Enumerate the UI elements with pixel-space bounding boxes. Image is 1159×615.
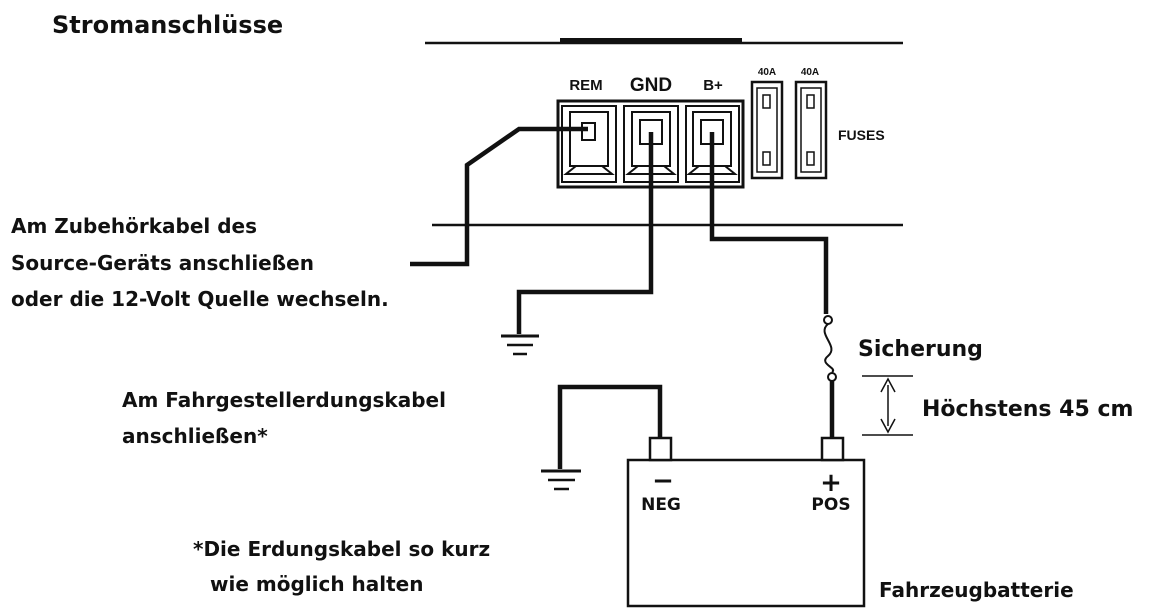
battery-pos-label: POS	[811, 495, 850, 515]
fuses-label: FUSES	[838, 127, 885, 143]
distance-marker	[862, 375, 913, 436]
bplus-terminal-label: B+	[703, 77, 723, 94]
battery-neg-label: NEG	[641, 495, 681, 515]
remote-note-line-2: Source-Geräts anschließen	[11, 251, 314, 275]
remote-note-line-3: oder die 12-Volt Quelle wechseln.	[11, 287, 389, 311]
fuse-1	[750, 80, 784, 180]
footnote-line-1: *Die Erdungskabel so kurz	[193, 537, 490, 561]
diagram-title: Stromanschlüsse	[52, 11, 283, 39]
footnote-line-2: wie möglich halten	[210, 572, 423, 596]
chassis-note-line-2: anschließen*	[122, 424, 268, 448]
remote-note-line-1: Am Zubehörkabel des	[11, 214, 257, 238]
amplifier-top-bar	[560, 38, 742, 44]
ground-symbol-chassis	[541, 469, 581, 491]
battery-name: Fahrzeugbatterie	[879, 578, 1074, 602]
rem-terminal	[561, 105, 617, 183]
max-distance-label: Höchstens 45 cm	[922, 397, 1133, 422]
bplus-wire-upper	[709, 132, 829, 314]
rem-terminal-label: REM	[569, 77, 602, 94]
neg-ground-wire	[557, 384, 663, 469]
remote-wire	[410, 126, 588, 267]
gnd-terminal-label: GND	[630, 75, 672, 96]
battery-neg-post	[648, 436, 673, 462]
battery-pos-sign: +	[820, 468, 842, 498]
fuse-1-rating: 40A	[758, 67, 776, 78]
fuse-label: Sicherung	[858, 337, 983, 362]
chassis-note-line-1: Am Fahrgestellerdungskabel	[122, 388, 446, 412]
inline-fuse-symbol	[823, 315, 837, 382]
ground-symbol-amplifier	[501, 334, 539, 356]
battery-neg-sign: −	[652, 466, 674, 496]
fuse-2-rating: 40A	[801, 67, 819, 78]
fuse-2	[794, 80, 828, 180]
battery-pos-post	[820, 436, 845, 462]
gnd-wire	[516, 132, 654, 334]
vehicle-battery	[626, 436, 866, 608]
